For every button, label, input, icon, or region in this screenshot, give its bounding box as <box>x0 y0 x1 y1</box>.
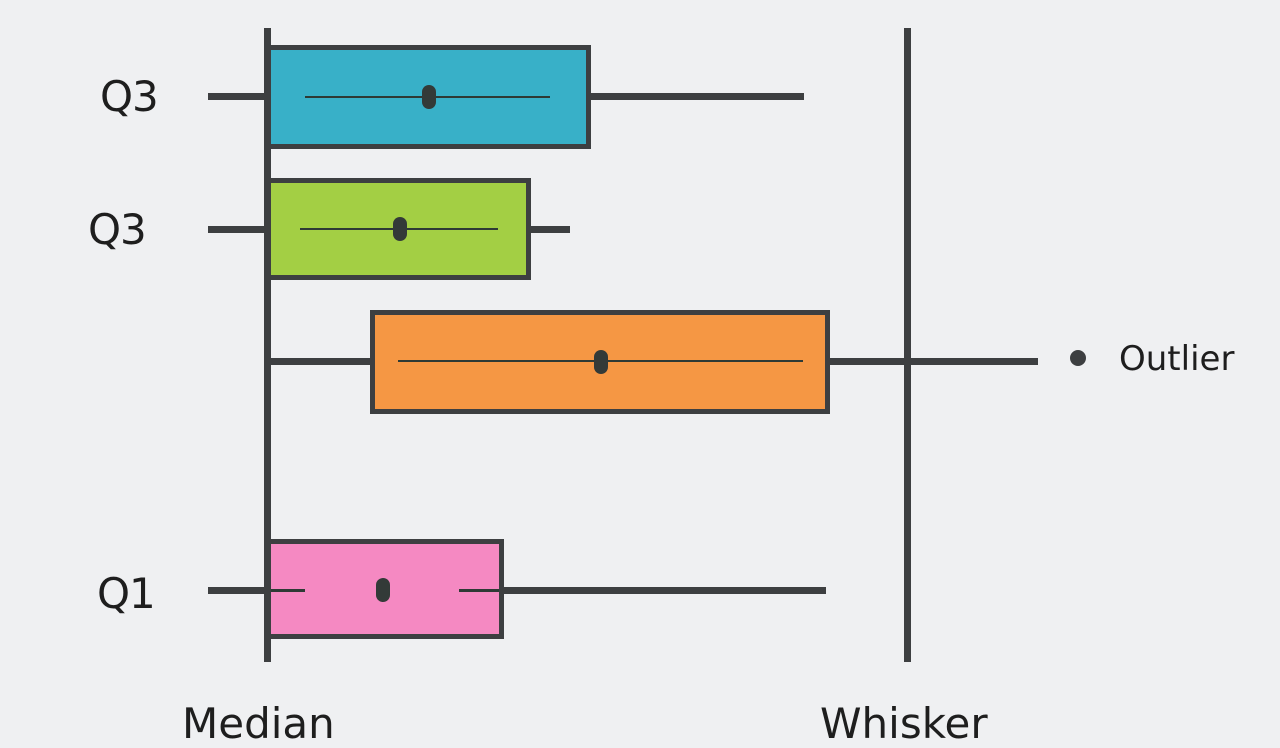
median-dot-2 <box>393 217 407 241</box>
median-dot-3 <box>594 350 608 374</box>
whisker-right-2 <box>527 226 570 233</box>
outlier-label: Outlier <box>1119 339 1235 379</box>
row-label-1: Q3 <box>100 72 159 121</box>
whisker-left-3 <box>270 358 374 365</box>
outlier-dot <box>1070 350 1086 366</box>
median-dot-4 <box>376 578 390 602</box>
right-whisker-line <box>904 28 911 662</box>
whisker-axis-label: Whisker <box>820 699 988 748</box>
median-axis-label: Median <box>182 699 335 748</box>
left-axis-line <box>264 28 271 662</box>
row-label-2: Q3 <box>88 205 147 254</box>
whisker-left-2 <box>208 226 268 233</box>
whisker-left-4 <box>208 587 268 594</box>
whisker-right-4 <box>500 587 826 594</box>
whisker-left-1 <box>208 93 268 100</box>
inner-line-4a <box>271 589 305 592</box>
row-label-4: Q1 <box>97 569 156 618</box>
median-dot-1 <box>422 85 436 109</box>
whisker-right-1 <box>588 93 804 100</box>
whisker-right-3 <box>826 358 1038 365</box>
inner-line-4b <box>459 589 499 592</box>
